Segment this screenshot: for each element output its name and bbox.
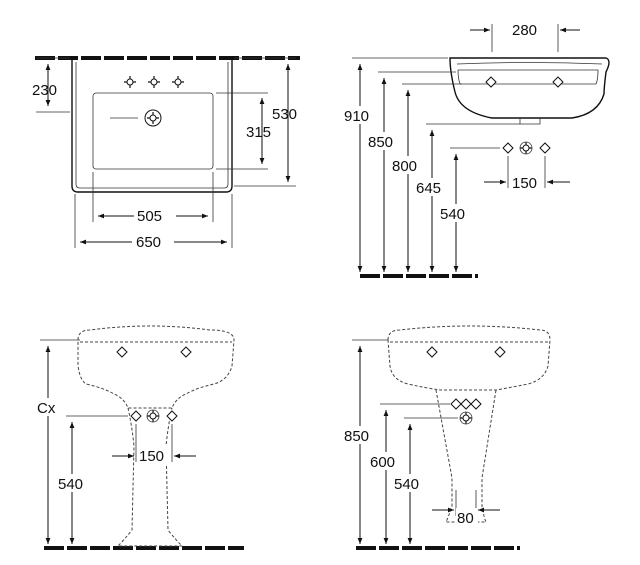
dim-850: 850 <box>368 134 393 151</box>
dim-910: 910 <box>344 108 369 125</box>
dim-530: 530 <box>272 106 297 123</box>
side-pedestal-view <box>356 325 551 550</box>
dim-600: 600 <box>370 454 395 471</box>
dim-150-side: 150 <box>512 175 537 192</box>
dim-cx: Cx <box>37 400 56 417</box>
dim-315: 315 <box>246 124 271 141</box>
side-pedestal-dimensions: 850 600 540 80 <box>343 339 500 544</box>
dim-650: 650 <box>136 234 161 251</box>
side-view-basin <box>360 57 610 278</box>
front-pedestal-view <box>44 325 244 550</box>
dim-540-side: 540 <box>440 206 465 223</box>
dim-150-front: 150 <box>139 448 164 465</box>
dim-850-pedestal: 850 <box>344 428 369 445</box>
top-view-dimensions: 230 530 315 505 650 <box>32 57 297 251</box>
dim-645: 645 <box>416 180 441 197</box>
side-view-dimensions: 280 910 850 800 645 540 150 <box>343 22 580 272</box>
front-pedestal-dimensions: Cx 540 150 <box>34 339 196 544</box>
dim-540-pedestal: 540 <box>394 476 419 493</box>
dim-505: 505 <box>137 208 162 225</box>
dim-230: 230 <box>32 82 57 99</box>
dim-540-front: 540 <box>58 476 83 493</box>
dim-280: 280 <box>512 22 537 39</box>
dim-80: 80 <box>457 510 474 527</box>
dim-800: 800 <box>392 158 417 175</box>
